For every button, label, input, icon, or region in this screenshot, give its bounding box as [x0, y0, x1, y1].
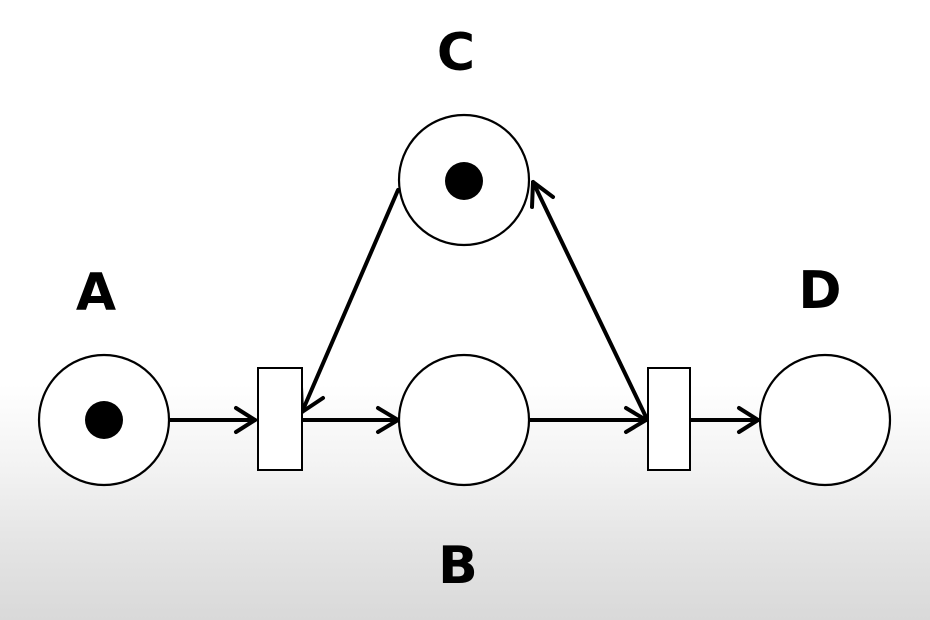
place-a — [37, 353, 171, 487]
token-a — [85, 401, 123, 439]
arc-b-to-t2 — [528, 406, 648, 434]
place-b — [397, 353, 531, 487]
transition-t2 — [647, 367, 691, 471]
place-d — [758, 353, 892, 487]
arc-c-to-t1 — [299, 188, 400, 414]
label-d: D — [798, 261, 841, 321]
transition-t1 — [257, 367, 303, 471]
arc-t1-to-b — [300, 406, 400, 434]
label-b: B — [438, 536, 478, 596]
label-a: A — [76, 263, 116, 323]
arc-t2-to-d — [688, 406, 760, 434]
arc-t2-to-c — [530, 180, 648, 419]
arc-a-to-t1 — [168, 406, 257, 434]
label-c: C — [437, 23, 475, 83]
place-c — [397, 113, 531, 247]
token-c — [445, 162, 483, 200]
